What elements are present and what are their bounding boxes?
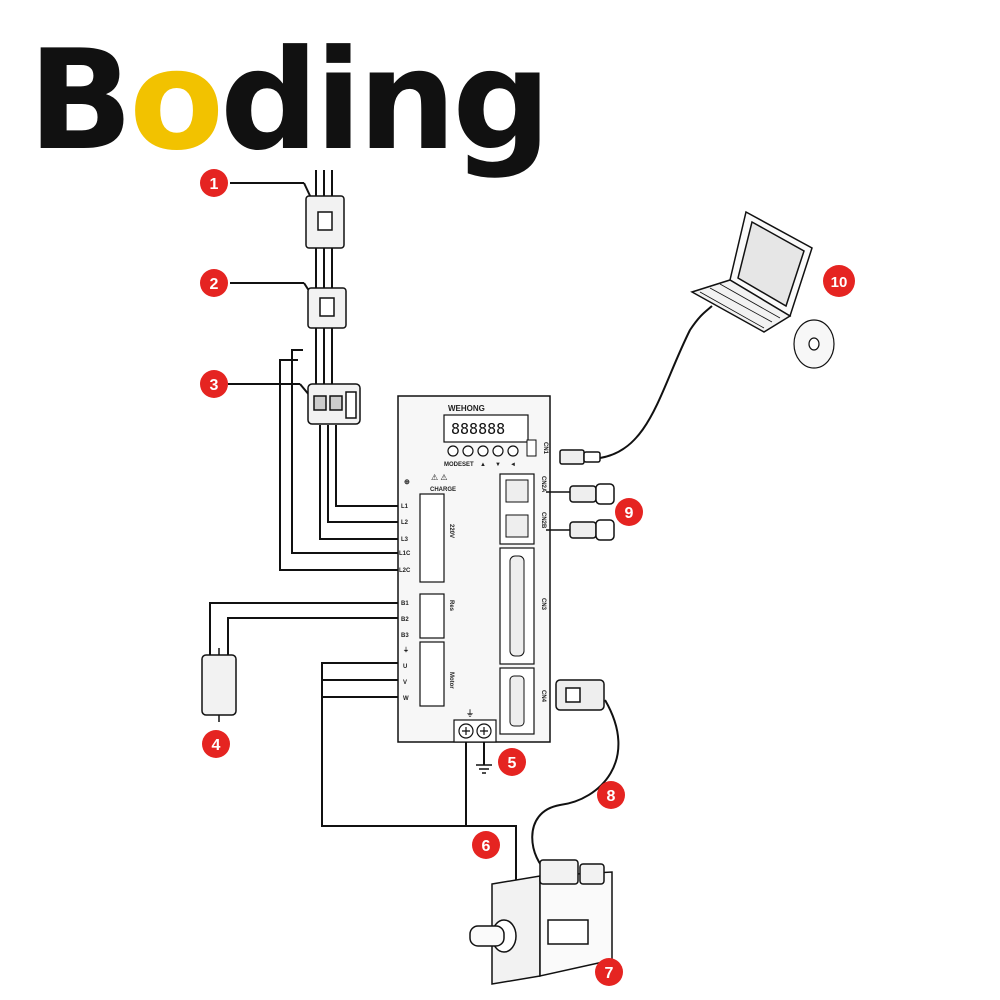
mode-key[interactable] bbox=[447, 445, 459, 457]
callout-6: 6 bbox=[472, 831, 500, 859]
cn2a-label: CN2A bbox=[540, 476, 546, 493]
cn2b-label: CN2B bbox=[540, 512, 546, 529]
svg-text:8: 8 bbox=[607, 788, 616, 805]
servo-motor bbox=[469, 859, 613, 985]
svg-text:9: 9 bbox=[625, 505, 634, 522]
up-key[interactable] bbox=[477, 445, 489, 457]
brake-terminal-block bbox=[419, 593, 445, 639]
motor-group-label: Motor bbox=[448, 672, 454, 689]
set-key[interactable] bbox=[462, 445, 474, 457]
terminal-w: W bbox=[403, 696, 409, 702]
keypad[interactable] bbox=[447, 445, 519, 457]
brake-resistor bbox=[201, 648, 237, 722]
terminal-ground-symbol: ⏚ bbox=[403, 647, 409, 654]
brand-highlight: o bbox=[129, 20, 220, 181]
laptop-icon bbox=[690, 210, 813, 333]
terminal-v: V bbox=[403, 680, 407, 686]
cn1-cable-plug bbox=[559, 449, 601, 465]
callout-10: 10 bbox=[823, 265, 855, 297]
terminal-u: U bbox=[403, 664, 407, 670]
drive-maker: WEHONG bbox=[448, 404, 485, 413]
terminal-b1: B1 bbox=[401, 601, 409, 607]
contactor bbox=[307, 383, 361, 425]
callout-8: 8 bbox=[597, 781, 625, 809]
key-label-set: SET bbox=[462, 462, 474, 468]
callouts: 1 2 3 4 5 6 7 8 bbox=[200, 169, 855, 986]
svg-text:4: 4 bbox=[212, 737, 221, 754]
cd-disc-icon bbox=[793, 319, 835, 369]
key-label-shift: ◄ bbox=[510, 462, 516, 468]
terminal-l2c: L2C bbox=[399, 568, 411, 574]
key-label-up: ▲ bbox=[480, 462, 486, 468]
cn4-port[interactable] bbox=[509, 675, 525, 727]
terminal-b3: B3 bbox=[401, 633, 409, 639]
ground-mark-icon: ⏚ bbox=[466, 709, 474, 718]
svg-text:6: 6 bbox=[482, 838, 491, 855]
svg-text:7: 7 bbox=[605, 965, 614, 982]
shift-key[interactable] bbox=[507, 445, 519, 457]
brand-suffix: ding bbox=[220, 20, 547, 181]
circuit-breaker bbox=[305, 195, 345, 249]
svg-text:2: 2 bbox=[210, 276, 219, 293]
svg-text:5: 5 bbox=[508, 755, 517, 772]
callout-7: 7 bbox=[595, 958, 623, 986]
warning-icon: ⚠ ⚠ bbox=[431, 473, 448, 482]
brake-group-label: Res bbox=[448, 600, 454, 612]
cn1-port[interactable] bbox=[526, 439, 537, 457]
cn2-cable-plugs bbox=[546, 483, 615, 541]
callout-9: 9 bbox=[615, 498, 643, 526]
cn2b-port[interactable] bbox=[505, 514, 529, 538]
cn4-label: CN4 bbox=[540, 690, 546, 703]
callout-2: 2 bbox=[200, 269, 228, 297]
key-label-down: ▼ bbox=[495, 462, 501, 468]
cn3-port[interactable] bbox=[509, 555, 525, 657]
power-terminal-labels: L1 L2 L3 L1C L2C bbox=[399, 504, 411, 574]
cn2a-port[interactable] bbox=[505, 479, 529, 503]
key-label-mode: MODE bbox=[444, 462, 462, 468]
callout-5: 5 bbox=[498, 748, 526, 776]
brand-logo: Boding bbox=[28, 20, 547, 181]
callout-1: 1 bbox=[200, 169, 228, 197]
terminal-b2: B2 bbox=[401, 617, 409, 623]
svg-text:1: 1 bbox=[210, 176, 219, 193]
motor-terminal-labels: ⏚ U V W bbox=[403, 647, 409, 702]
servo-drive: WEHONG 888888 MODE SET ▲ ▼ ◄ CN1 ⊕ ⚠ ⚠ C… bbox=[397, 395, 551, 774]
terminal-l2: L2 bbox=[401, 520, 409, 526]
brand-prefix: B bbox=[28, 20, 129, 181]
cn3-label: CN3 bbox=[540, 598, 546, 611]
down-key[interactable] bbox=[492, 445, 504, 457]
led-display bbox=[443, 414, 529, 443]
svg-text:10: 10 bbox=[831, 274, 848, 291]
terminal-l1: L1 bbox=[401, 504, 409, 510]
earth-ground-icon bbox=[476, 764, 492, 774]
cn4-encoder-plug bbox=[555, 679, 605, 711]
terminal-l1c: L1C bbox=[399, 551, 411, 557]
svg-text:3: 3 bbox=[210, 377, 219, 394]
noise-filter bbox=[307, 287, 347, 329]
cn1-label: CN1 bbox=[542, 442, 548, 455]
power-group-label: 220V bbox=[448, 524, 454, 538]
terminal-l3: L3 bbox=[401, 537, 409, 543]
charge-label: CHARGE bbox=[430, 487, 456, 493]
display-readout: 888888 bbox=[451, 420, 505, 438]
callout-3: 3 bbox=[200, 370, 228, 398]
power-terminal-block bbox=[419, 493, 445, 583]
motor-terminal-block bbox=[419, 641, 445, 707]
ground-symbol-top: ⊕ bbox=[404, 479, 410, 486]
callout-4: 4 bbox=[202, 730, 230, 758]
brake-terminal-labels: B1 B2 B3 bbox=[401, 601, 409, 639]
